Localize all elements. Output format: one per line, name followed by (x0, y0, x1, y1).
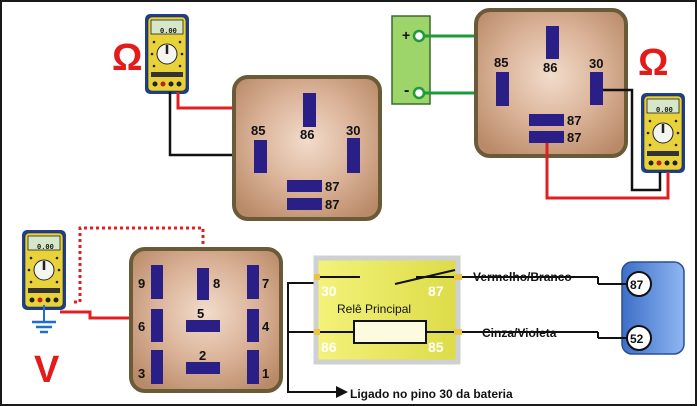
pin-label-9: 9 (138, 276, 145, 291)
battery-plus-label: + (402, 27, 410, 43)
relay-schematic: 30 87 86 85 Relê Principal Vermelho/Bran… (287, 255, 598, 401)
pin-label-87b: 87 (325, 197, 339, 212)
pin-label-4: 4 (262, 319, 270, 334)
relay-pin-87a (287, 180, 322, 192)
relay-coil (353, 320, 427, 344)
relay-pin-2 (186, 362, 220, 374)
harness-connector: 87 52 (597, 261, 685, 355)
battery-positive-terminal (412, 29, 426, 43)
relay-pin-1 (247, 350, 259, 384)
pin-label-85-right: 85 (494, 55, 508, 70)
multimeter-display: 0.00 (160, 28, 177, 36)
top-right-test: + - 85 86 30 87 87 Ω 0.00 (391, 8, 687, 200)
pin-label-8: 8 (213, 276, 220, 291)
black-test-lead (168, 92, 258, 157)
relay-pin-30 (347, 138, 360, 173)
black-test-lead-right (603, 88, 662, 192)
pin-label-6: 6 (138, 319, 145, 334)
battery-note: Ligado no pino 30 da bateria (350, 387, 513, 401)
relay-pin-9 (151, 265, 163, 299)
red-test-lead-right (545, 143, 670, 200)
schematic-pin-86: 86 (321, 339, 337, 355)
pin-label-86-right: 86 (543, 60, 557, 75)
relay-pin-86-right (546, 26, 559, 59)
red-test-lead-bottom (60, 310, 152, 320)
relay-pin-30-right (590, 72, 603, 105)
pin-label-2: 2 (199, 348, 206, 363)
connector-label-52: 52 (630, 332, 644, 346)
volt-symbol: V (34, 349, 60, 391)
relay-pin-85 (254, 140, 267, 173)
voltmeter-display: 0.00 (37, 244, 54, 252)
connector-label-87: 87 (630, 278, 644, 292)
red-dotted-test-lead (74, 226, 205, 304)
relay-pin-85-right (496, 72, 509, 106)
pin-label-3: 3 (138, 366, 145, 381)
relay-pin-87b (287, 198, 322, 210)
multimeter-icon-right (639, 91, 687, 175)
relay-pin-8 (197, 268, 209, 300)
pin-label-87a: 87 (325, 179, 339, 194)
wire-label-top: Vermelho/Branco (473, 270, 572, 284)
pin-label-7: 7 (262, 276, 269, 291)
pin-label-30: 30 (346, 123, 360, 138)
pin-label-85: 85 (251, 123, 265, 138)
relay-pin-7 (247, 265, 259, 299)
ohm-symbol-left: Ω (112, 37, 142, 79)
schematic-title: Relê Principal (337, 302, 411, 316)
pin-label-87a-right: 87 (567, 113, 581, 128)
pin-label-1: 1 (262, 366, 269, 381)
bottom-left-test: 0.00 V 9 8 7 6 5 4 3 2 1 (20, 226, 283, 393)
arrow-right-icon (336, 386, 348, 398)
pin-label-30-right: 30 (589, 56, 603, 71)
pin-label-87b-right: 87 (567, 130, 581, 145)
relay-body-top-left (232, 75, 382, 221)
relay-pin-3 (151, 350, 163, 384)
pin-label-86: 86 (300, 127, 314, 142)
relay-pin-4 (247, 309, 259, 342)
relay-body-top-right (474, 8, 628, 158)
relay-pin-6 (151, 309, 163, 342)
top-left-test: Ω 0.00 85 86 30 87 87 (112, 12, 382, 221)
wire-label-bottom: Cinza/Violeta (482, 326, 557, 340)
battery-minus-label: - (404, 82, 409, 99)
relay-pin-86 (303, 93, 316, 127)
battery-feed-wire (287, 282, 336, 393)
relay-pin-87b-right (529, 131, 564, 143)
relay-pin-5 (186, 320, 220, 332)
ohm-symbol-right: Ω (638, 42, 668, 84)
voltmeter-icon (20, 228, 68, 312)
battery-negative-terminal (412, 86, 426, 100)
schematic-pin-87: 87 (428, 283, 444, 299)
schematic-pin-30: 30 (321, 283, 337, 299)
relay-pin-87a-right (529, 114, 564, 126)
multimeter-icon (143, 12, 191, 96)
pin-label-5: 5 (197, 306, 204, 321)
schematic-pin-85: 85 (428, 339, 444, 355)
multimeter-display-right: 0.00 (656, 107, 673, 115)
